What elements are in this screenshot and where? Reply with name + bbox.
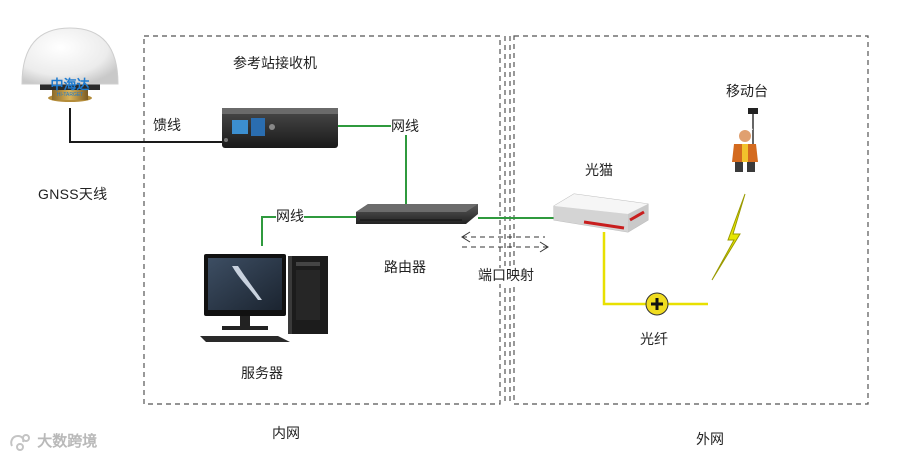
watermark: 大数跨境 [8, 430, 97, 452]
antenna-logo-sub: HI-TARGET [57, 92, 84, 98]
receiver-icon [222, 108, 338, 148]
network-cable-receiver-label: 网线 [391, 119, 419, 135]
feeder-cable-label: 馈线 [153, 118, 181, 134]
lightning-bolt-icon [712, 194, 745, 280]
optical-modem-icon [554, 194, 648, 232]
feeder-cable-line [70, 108, 222, 142]
network-cable-server-label: 网线 [276, 209, 304, 225]
gnss-antenna-label: GNSS天线 [38, 186, 107, 202]
extranet-label: 外网 [696, 432, 724, 448]
router-icon [356, 204, 478, 224]
router-label: 路由器 [384, 260, 426, 276]
port-mapping-label: 端口映射 [478, 268, 534, 284]
server-icon [200, 254, 328, 342]
rover-icon [732, 108, 758, 172]
server-label: 服务器 [241, 366, 283, 382]
optical-fiber-label: 光纤 [640, 332, 668, 348]
optical-modem-label: 光猫 [585, 163, 613, 179]
intranet-label: 内网 [272, 426, 300, 442]
watermark-text: 大数跨境 [37, 432, 97, 450]
watermark-logo-icon [8, 432, 32, 452]
fiber-connector-icon [646, 293, 668, 315]
network-cable-receiver-router [338, 126, 406, 205]
antenna-logo: 中海达 [50, 77, 89, 93]
reference-receiver-label: 参考站接收机 [233, 56, 317, 72]
rover-label: 移动台 [726, 84, 768, 100]
